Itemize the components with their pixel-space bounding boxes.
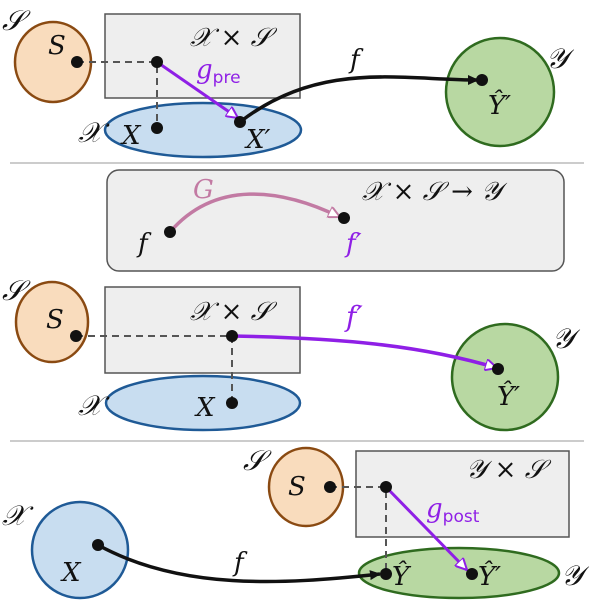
map-G-arrow — [168, 192, 340, 234]
point-s-label-4: S — [288, 472, 306, 502]
point-y-hat-prime-4 — [466, 568, 478, 580]
point-y-hat-prime-label-4: Ŷ′ — [478, 560, 501, 592]
point-x-label: X — [120, 121, 142, 151]
map-f-arrow-4 — [97, 543, 381, 584]
set-y-label: 𝒴 — [546, 42, 575, 75]
point-x-label-4: X — [60, 558, 82, 588]
point-x-label-3: X — [194, 393, 216, 423]
function-space-box — [106, 169, 565, 272]
point-y-hat-prime-3 — [492, 363, 504, 375]
function-space-label: 𝒳 × 𝒮 → 𝒴 — [362, 177, 508, 207]
panel-postprocessing: 𝒴 × 𝒮 𝒮 𝒳 𝒴 gpost f S X Ŷ Ŷ′ — [2, 444, 590, 600]
point-s-4 — [324, 481, 336, 493]
map-f-arrow — [238, 74, 479, 124]
set-y-circle — [444, 36, 556, 148]
point-x-prime — [234, 116, 246, 128]
point-x-prime-label: X′ — [244, 125, 271, 155]
point-s-label: S — [48, 31, 66, 61]
point-f-prime — [338, 212, 350, 224]
panel-preprocessing: 𝒳 × 𝒮 𝒮 𝒳 𝒴 gpre f S X X′ Ŷ′ — [2, 4, 575, 159]
product-space-box-3 — [104, 286, 301, 374]
map-g-post-label: gpost — [426, 494, 480, 527]
product-space-label-4: 𝒴 × 𝒮 — [466, 455, 552, 485]
point-x-3 — [226, 397, 238, 409]
map-f-label-4: f — [232, 548, 248, 578]
set-x-label-4: 𝒳 — [2, 499, 34, 532]
map-g-pre-arrow — [156, 60, 238, 118]
projection-dashed — [77, 61, 158, 128]
set-x-circle-4 — [30, 500, 130, 600]
set-y-circle-3 — [450, 322, 560, 432]
map-g-pre-label: gpre — [196, 55, 241, 88]
map-f-label: f — [348, 45, 364, 75]
point-y-hat-label-4: Ŷ — [392, 560, 412, 592]
set-x-ellipse-3 — [104, 374, 302, 432]
map-g-post-arrow — [384, 485, 467, 570]
point-y-hat-prime — [476, 74, 488, 86]
map-G-label: G — [193, 175, 214, 205]
map-f-prime-label: f′ — [344, 300, 363, 333]
point-y-hat-4 — [380, 568, 392, 580]
product-space-label: 𝒳 × 𝒮 — [190, 23, 278, 53]
set-y-label-4: 𝒴 — [561, 559, 590, 592]
set-s-label-4: 𝒮 — [243, 444, 272, 477]
set-y-ellipse-4 — [357, 546, 561, 600]
point-product — [151, 56, 163, 68]
point-y-hat-prime-label-3: Ŷ′ — [497, 380, 520, 412]
set-y-label-3: 𝒴 — [552, 322, 581, 355]
point-x — [151, 122, 163, 134]
point-s-3 — [70, 330, 82, 342]
point-product-3 — [226, 330, 238, 342]
point-s — [71, 56, 83, 68]
panel-inprocessing: 𝒳 × 𝒮 𝒮 𝒳 𝒴 f′ S X Ŷ′ — [2, 274, 581, 432]
point-f-prime-label: f′ — [344, 229, 362, 259]
map-f-prime-arrow — [231, 334, 497, 368]
product-space-box — [104, 13, 301, 99]
point-y-hat-prime-label: Ŷ′ — [488, 89, 511, 121]
point-x-4 — [92, 539, 104, 551]
projection-dashed-4 — [330, 486, 387, 574]
product-space-label-3: 𝒳 × 𝒮 — [190, 297, 278, 327]
set-s-ellipse-3 — [14, 280, 90, 364]
point-product-4 — [380, 481, 392, 493]
point-s-label-3: S — [46, 305, 64, 335]
point-f — [164, 226, 176, 238]
panel-function-space: 𝒳 × 𝒮 → 𝒴 G f f′ — [106, 169, 565, 272]
set-x-ellipse — [103, 101, 303, 159]
